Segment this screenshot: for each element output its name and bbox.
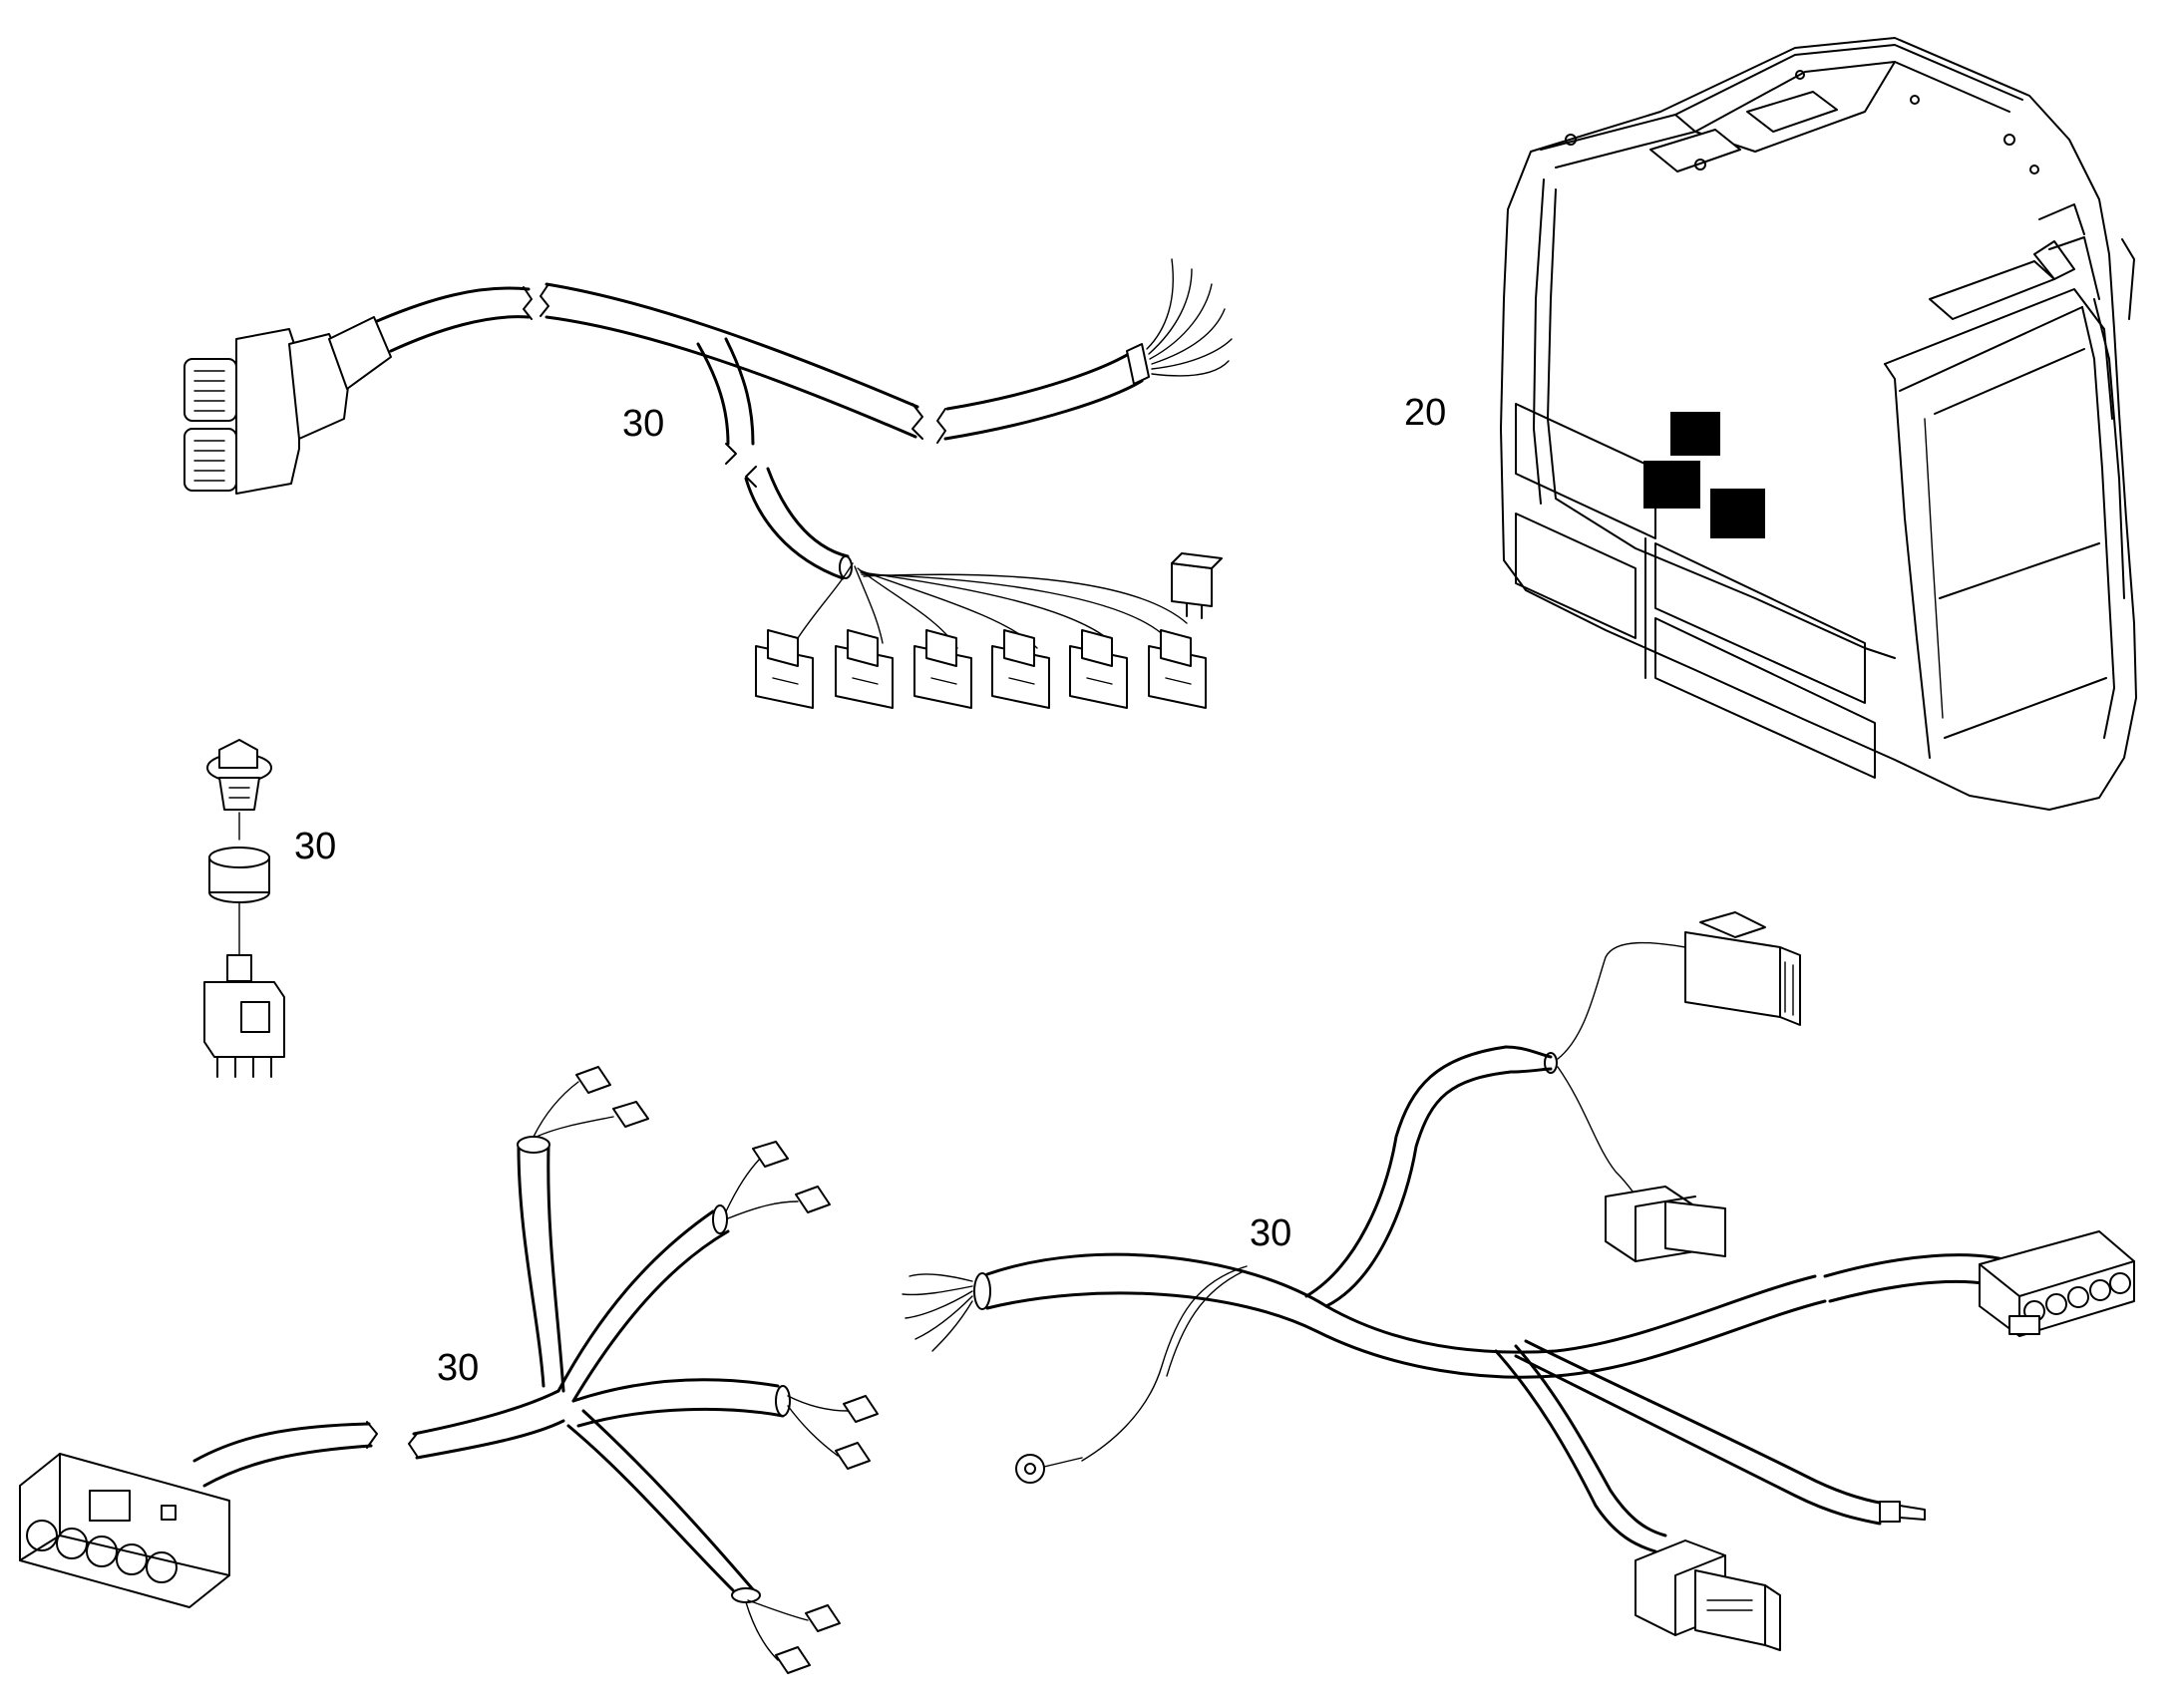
callout-lower-left-harness: 30 [437,1347,480,1389]
cab-logo [1643,412,1765,538]
rotary-switch [203,739,285,1078]
callout-upper-harness: 30 [622,403,665,445]
callout-rotary-switch: 30 [294,826,337,867]
lower-right-harness [902,911,2135,1651]
operator-cab [1500,37,2137,811]
callout-lower-right-harness: 30 [1250,1212,1292,1254]
upper-harness [183,258,1233,709]
callout-cab: 20 [1404,392,1447,434]
lower-left-harness [19,1066,879,1674]
